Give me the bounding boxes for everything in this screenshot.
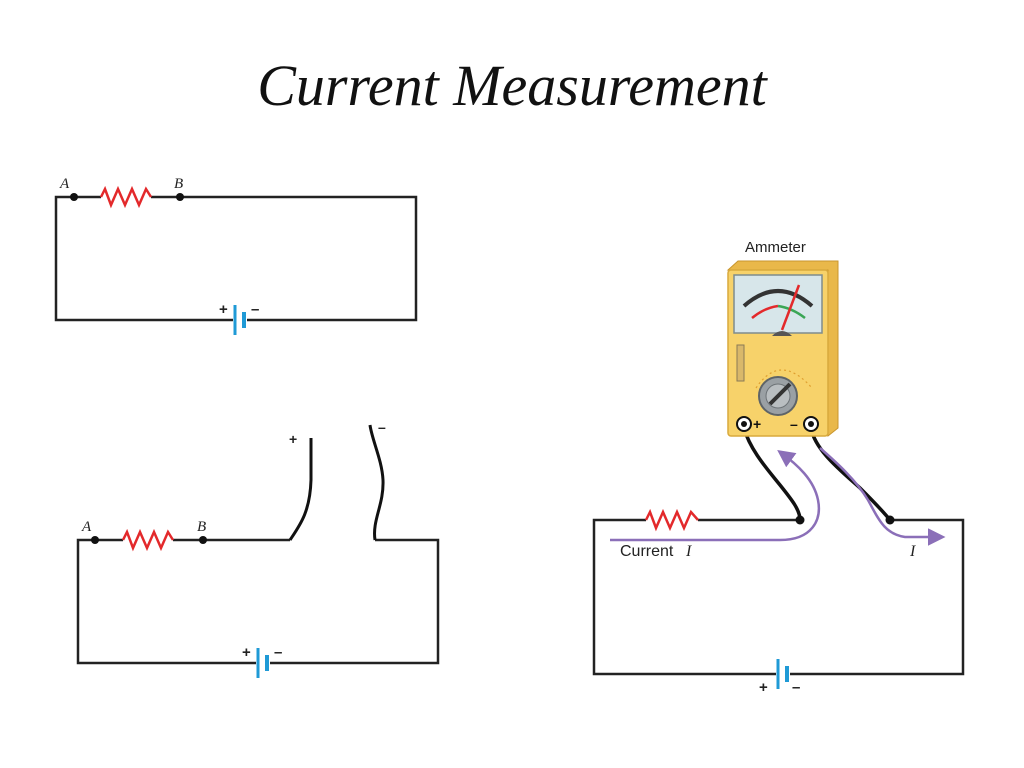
circuit-open-node-b-dot xyxy=(199,536,207,544)
circuit-ammeter: + – Current I I Ammeter xyxy=(592,239,965,696)
circuit-top-node-a-dot xyxy=(70,193,78,201)
ammeter-terminal-plus-core xyxy=(741,421,747,427)
ammeter-slot xyxy=(736,344,745,382)
circuit-open-resistor xyxy=(121,528,175,552)
circuit-top-node-b-dot xyxy=(176,193,184,201)
circuit-open-lead-plus xyxy=(288,438,313,541)
circuit-top-battery-minus: – xyxy=(251,301,259,318)
current-out-symbol: I xyxy=(909,543,916,560)
current-arrow-in xyxy=(610,449,821,542)
ammeter-terminal-plus-label: + xyxy=(753,416,761,432)
circuit-open-battery-minus: – xyxy=(274,644,282,661)
circuit-top-wire xyxy=(54,195,418,322)
ammeter-dial-pointer xyxy=(768,382,792,406)
ammeter-junction-minus xyxy=(885,515,895,525)
current-arrow-out xyxy=(819,447,946,546)
circuit-open: A B + – + – xyxy=(76,419,440,678)
ammeter-lead-plus xyxy=(742,427,802,521)
circuit-ammeter-resistor xyxy=(644,508,699,532)
ammeter-device: + – xyxy=(726,260,839,438)
circuit-top-resistor xyxy=(99,185,153,209)
ammeter-terminal-minus-core xyxy=(808,421,814,427)
circuit-top-node-a: A xyxy=(59,176,70,192)
current-label: Current xyxy=(620,543,674,560)
ammeter-junction-plus xyxy=(795,515,805,525)
circuit-top-node-b: B xyxy=(174,176,183,192)
circuit-open-wire xyxy=(76,538,440,665)
ammeter-needle xyxy=(780,284,801,331)
slide-title: Current Measurement xyxy=(257,53,767,118)
ammeter-range-arc xyxy=(755,369,813,389)
circuit-ammeter-wire xyxy=(592,518,965,676)
ammeter-lead-minus xyxy=(809,427,892,522)
ammeter-side xyxy=(726,260,839,438)
circuit-top-battery-plus: + xyxy=(219,301,228,318)
circuit-ammeter-battery-minus: – xyxy=(792,679,800,696)
circuit-open-node-b: B xyxy=(197,519,206,535)
current-symbol: I xyxy=(685,543,692,560)
ammeter-scale-outer xyxy=(742,289,814,308)
circuit-open-battery-plus: + xyxy=(242,644,251,661)
circuit-top: A B + – xyxy=(54,176,418,335)
ammeter-scale-red xyxy=(751,304,779,319)
ammeter-scale-green xyxy=(777,304,806,319)
circuit-open-node-a: A xyxy=(81,519,92,535)
circuit-open-lead-plus-label: + xyxy=(289,431,297,447)
circuit-ammeter-battery-plus: + xyxy=(759,679,768,696)
circuit-open-lead-minus xyxy=(368,424,385,541)
circuit-open-node-a-dot xyxy=(91,536,99,544)
circuit-open-lead-minus-label: – xyxy=(378,419,386,435)
ammeter-needle-pivot xyxy=(772,331,792,336)
ammeter-label: Ammeter xyxy=(745,239,806,256)
ammeter-terminal-minus-label: – xyxy=(790,416,798,432)
